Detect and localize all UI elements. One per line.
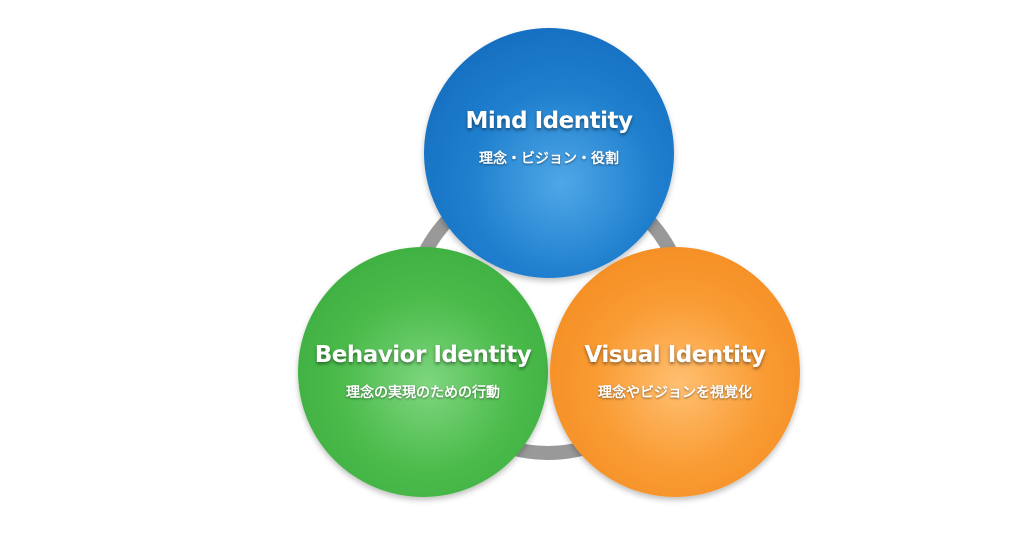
- mind-identity-subtitle: 理念・ビジョン・役割: [479, 151, 619, 167]
- visual-identity-circle: Visual Identity 理念やビジョンを視覚化: [550, 247, 800, 497]
- visual-identity-subtitle: 理念やビジョンを視覚化: [598, 385, 752, 401]
- mind-identity-circle: Mind Identity 理念・ビジョン・役割: [424, 28, 674, 278]
- behavior-identity-title: Behavior Identity: [314, 342, 532, 368]
- visual-identity-title: Visual Identity: [584, 342, 766, 368]
- mind-identity-title: Mind Identity: [465, 108, 633, 134]
- behavior-identity-circle: Behavior Identity 理念の実現のための行動: [298, 247, 548, 497]
- behavior-identity-subtitle: 理念の実現のための行動: [346, 385, 500, 401]
